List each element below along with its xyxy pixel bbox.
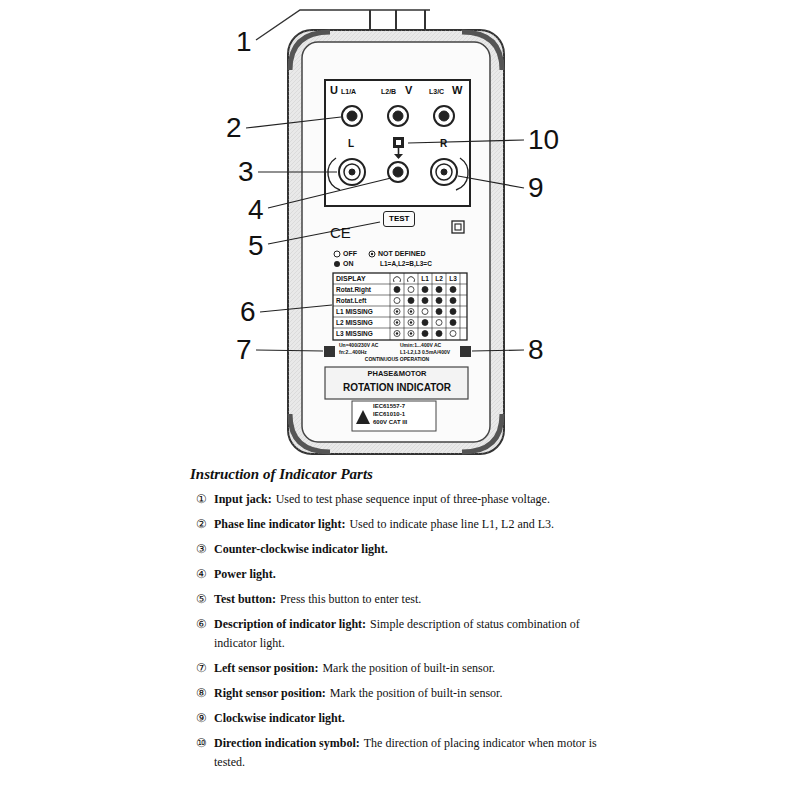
- callout-number: 6: [240, 296, 256, 328]
- panel-text: V: [405, 84, 412, 97]
- instruction-item: ② Phase line indicator light: Used to indi…: [196, 515, 614, 534]
- item-term: Power light.: [214, 567, 276, 581]
- instruction-item: ① Input jack: Used to test phase sequence …: [196, 490, 614, 509]
- instruction-item: ⑨ Clockwise indicator light.: [196, 709, 614, 728]
- item-term: Phase line indicator light:: [214, 517, 345, 531]
- item-number: ⑩: [196, 734, 207, 753]
- panel-text: Un=400/230V AC: [339, 343, 378, 349]
- panel-text: 600V CAT III: [373, 419, 407, 426]
- panel-text: L2 MISSING: [336, 319, 373, 326]
- callout-number: 10: [528, 124, 559, 156]
- instruction-item: ⑤ Test button: Press this button to enter …: [196, 590, 614, 609]
- section-title: Instruction of Indicator Parts: [190, 466, 373, 483]
- panel-text: L1/A: [341, 88, 356, 96]
- panel-text: IEC61557-7: [373, 403, 405, 410]
- item-description: Used to indicate phase line L1, L2 and L…: [349, 517, 554, 531]
- callout-number: 1: [236, 26, 252, 58]
- instruction-item: ⑩Direction indication symbol:The directi…: [196, 734, 614, 772]
- panel-text: fn:2...400Hz: [339, 350, 367, 356]
- item-number: ③: [196, 540, 207, 559]
- panel-text: L3/C: [429, 88, 444, 96]
- item-number: ⑨: [196, 709, 207, 728]
- instruction-item: ④ Power light.: [196, 565, 614, 584]
- item-term: Description of indicator light:: [214, 617, 366, 631]
- panel-text: Rotat.Right: [336, 286, 371, 293]
- item-description: Mark the position of built-in sensor.: [322, 661, 495, 675]
- instruction-item: ⑧ Right sensor position: Mark the position…: [196, 684, 614, 703]
- panel-text: L1=A,L2=B,L3=C: [380, 260, 432, 267]
- button-text: TEST: [389, 213, 409, 225]
- panel-text: ON: [343, 260, 354, 268]
- item-description: Mark the position of built-in sensor.: [330, 686, 503, 700]
- item-term: Right sensor position:: [214, 686, 326, 700]
- item-number: ⑦: [196, 659, 207, 678]
- panel-text: L1 MISSING: [336, 308, 373, 315]
- item-term: Clockwise indicator light.: [214, 711, 345, 725]
- panel-text: L2/B: [381, 88, 396, 96]
- panel-text: CONTINUOUS OPERATION: [365, 357, 429, 363]
- item-number: ⑥: [196, 615, 207, 634]
- callout-number: 2: [226, 112, 242, 144]
- item-term: Direction indication symbol:: [214, 736, 360, 750]
- panel-text: L1-L2,L3 0.5mA/400V: [400, 350, 450, 356]
- button-box: TEST: [383, 211, 415, 227]
- panel-text: OFF: [343, 250, 357, 258]
- panel-text: NOT DEFINED: [378, 250, 425, 258]
- callout-number: 9: [528, 172, 544, 204]
- item-description: Used to test phase sequence input of thr…: [276, 492, 550, 506]
- panel-text: Umin:1...400V AC: [400, 343, 441, 349]
- item-number: ②: [196, 515, 207, 534]
- item-number: ⑤: [196, 590, 207, 609]
- instruction-item: ⑦ Left sensor position: Mark the position …: [196, 659, 614, 678]
- item-description: Press this button to enter test.: [280, 592, 421, 606]
- panel-text: U: [330, 84, 338, 97]
- panel-text: W: [452, 84, 462, 97]
- item-term: Test button:: [214, 592, 276, 606]
- panel-text: L1: [421, 275, 429, 282]
- panel-text: PHASE&MOTOR: [367, 370, 426, 379]
- panel-text: L2: [435, 275, 443, 282]
- item-term: Input jack:: [214, 492, 272, 506]
- panel-text: Rotat.Left: [336, 297, 366, 304]
- panel-text: L: [348, 138, 354, 150]
- callout-number: 4: [248, 194, 264, 226]
- instruction-item: ⑥Description of indicator light:Simple d…: [196, 615, 614, 653]
- panel-text: L3 MISSING: [336, 330, 373, 337]
- item-term: Left sensor position:: [214, 661, 318, 675]
- panel-text: ROTATION INDICATOR: [343, 382, 451, 394]
- panel-text: R: [440, 138, 447, 150]
- panel-text: CE: [330, 224, 351, 241]
- item-term: Counter-clockwise indicator light.: [214, 542, 388, 556]
- panel-text: DISPLAY: [336, 275, 366, 283]
- item-number: ①: [196, 490, 207, 509]
- panel-text: L3: [449, 275, 457, 282]
- callout-number: 3: [238, 156, 254, 188]
- callout-number: 5: [248, 230, 264, 262]
- panel-text: IEC61010-1: [373, 411, 405, 418]
- callout-number: 8: [528, 334, 544, 366]
- item-number: ⑧: [196, 684, 207, 703]
- instruction-item: ③ Counter-clockwise indicator light.: [196, 540, 614, 559]
- item-number: ④: [196, 565, 207, 584]
- callout-number: 7: [236, 334, 252, 366]
